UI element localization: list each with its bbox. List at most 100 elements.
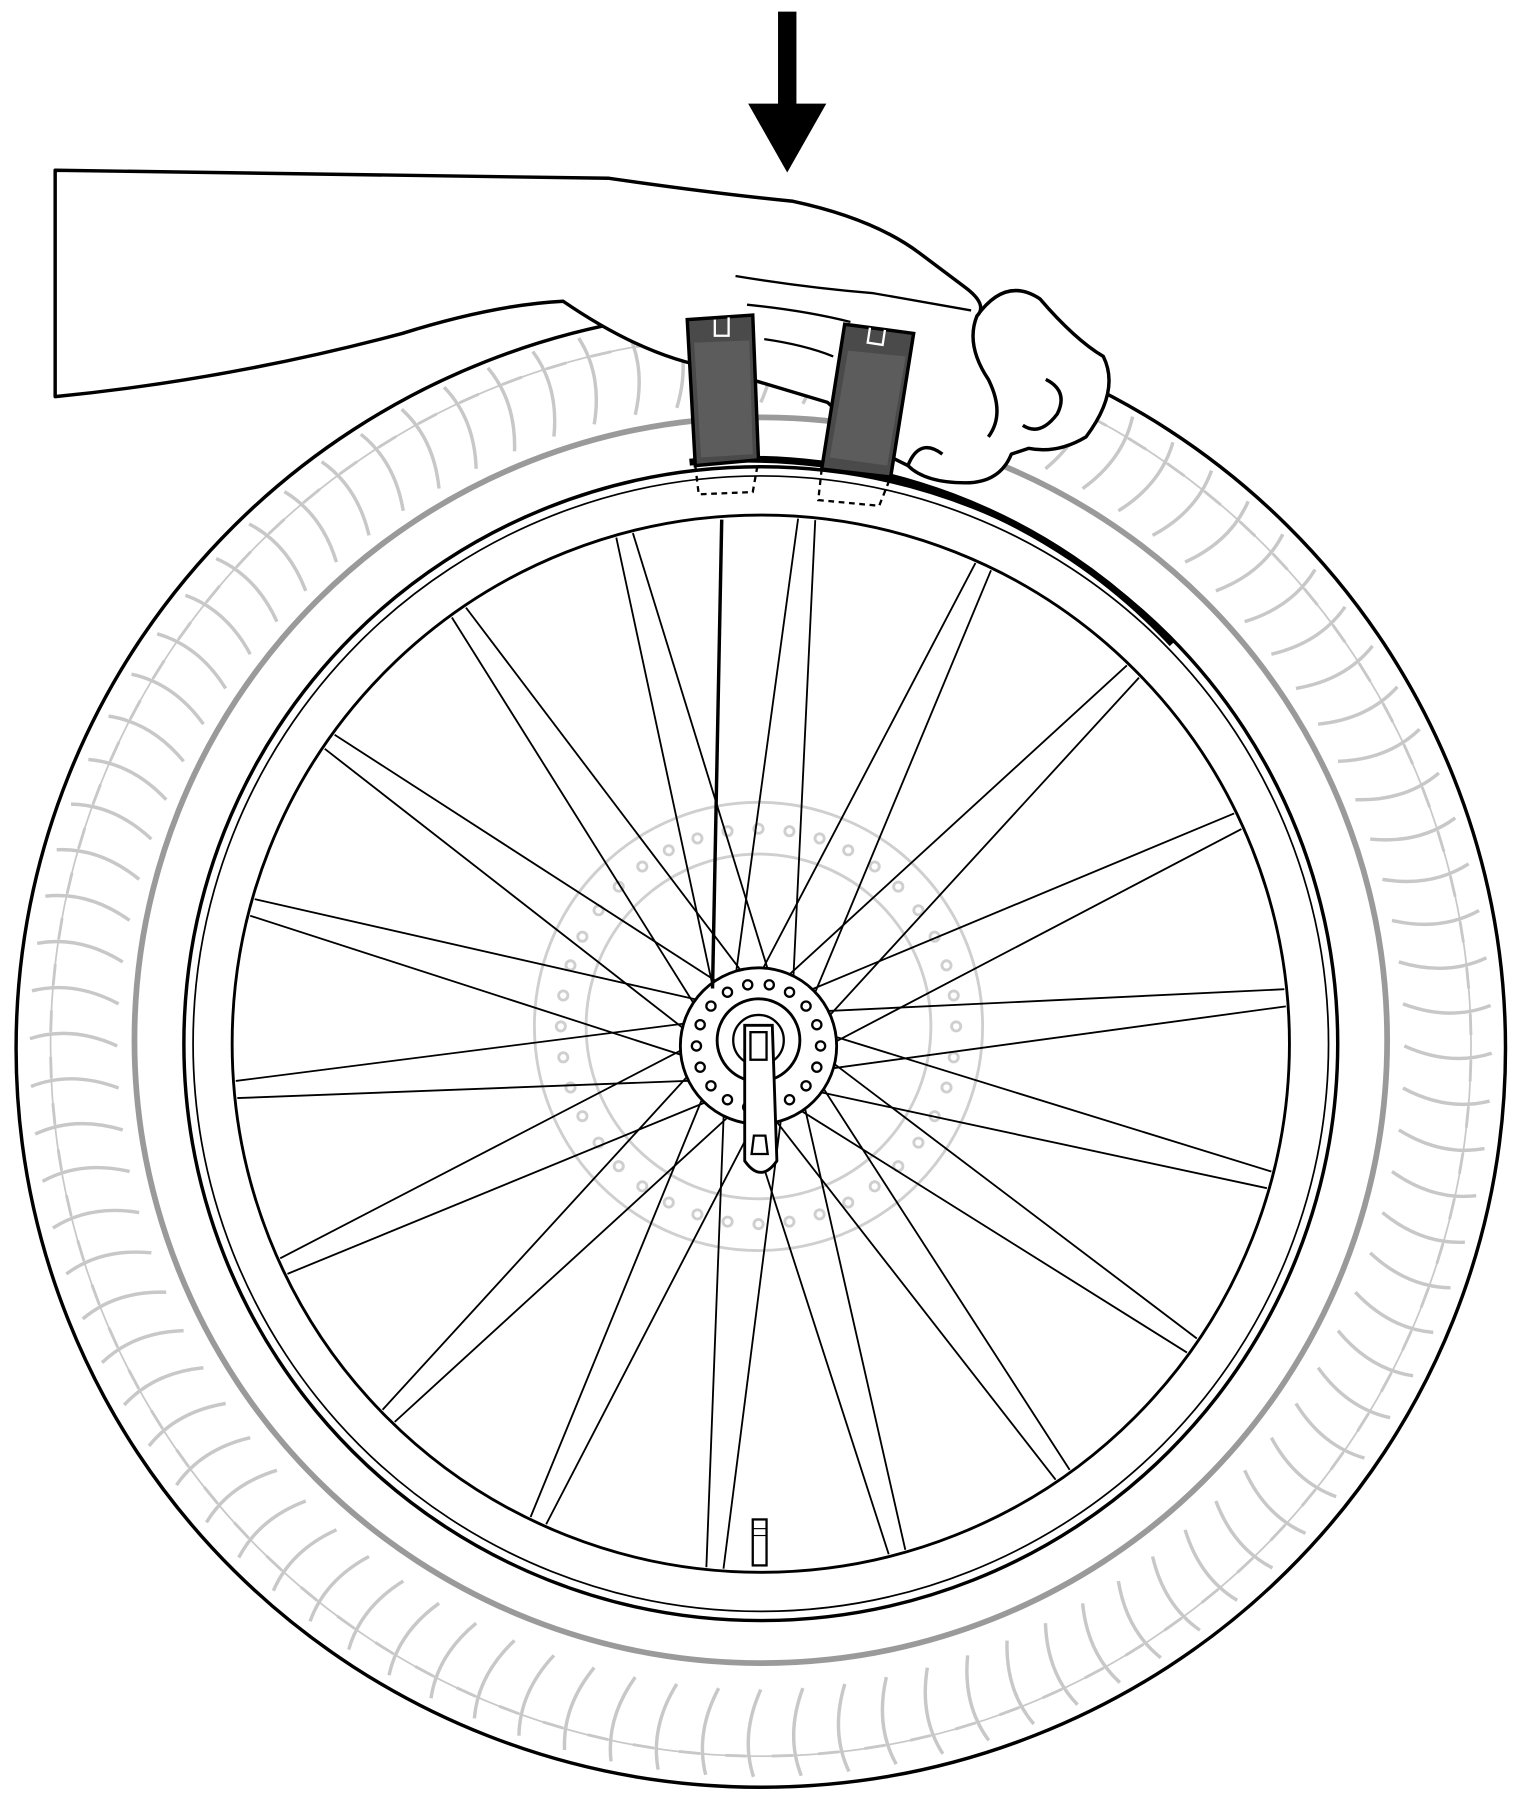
spoke <box>745 1113 890 1555</box>
spoke <box>792 1104 1188 1354</box>
tread-mark <box>51 1208 140 1230</box>
rotor-hole <box>813 1208 826 1221</box>
tread-mark <box>1269 1436 1337 1499</box>
spoke <box>827 828 1242 1047</box>
tread-mark <box>45 893 131 922</box>
rotor-hole <box>691 832 704 845</box>
tread-mark <box>81 1290 167 1321</box>
rotor-hole <box>950 1020 963 1033</box>
hub <box>678 966 839 1174</box>
rotor-hole <box>576 930 589 943</box>
tread-mark <box>1403 1044 1493 1061</box>
hub-spoke-hole <box>741 979 754 991</box>
tread-mark <box>1043 1623 1079 1706</box>
hub-spoke-hole <box>814 1040 827 1052</box>
tread-mark <box>320 460 371 536</box>
rotor-hole <box>940 1081 953 1094</box>
hub-spoke-hole <box>783 986 796 998</box>
tread-mark <box>1402 1086 1491 1107</box>
tread-mark <box>965 1655 991 1742</box>
tread-mark <box>308 1555 370 1622</box>
tread-mark <box>1382 862 1470 884</box>
spoke <box>235 1021 694 1082</box>
tread-mark <box>283 490 339 563</box>
spoke <box>781 664 1128 982</box>
tread-mark <box>654 1683 679 1770</box>
tread-mark <box>1355 771 1440 802</box>
rotor-hole <box>557 1051 570 1064</box>
tread-mark <box>215 556 279 623</box>
spoke <box>757 562 977 978</box>
rotor-hole <box>842 844 855 857</box>
tread-mark <box>36 939 124 964</box>
tread-mark <box>1402 1002 1492 1015</box>
rotor-hole <box>940 959 953 972</box>
spoke <box>826 1033 1272 1173</box>
tread-mark <box>41 1165 130 1183</box>
rotor-hole <box>752 1218 765 1231</box>
rotor-hole <box>662 844 675 857</box>
tread-mark <box>1397 1128 1485 1153</box>
rotor-hole <box>947 989 960 1002</box>
tread-mark <box>204 1468 278 1524</box>
hub-spoke-hole <box>705 1000 717 1012</box>
tread-mark <box>577 337 598 425</box>
hub-spoke-hole <box>721 986 734 998</box>
tread-mark <box>1080 1603 1122 1684</box>
rotor-hole <box>691 1208 704 1221</box>
rotor-hole <box>564 1081 577 1094</box>
tread-mark <box>700 1687 721 1776</box>
spoke <box>237 1079 699 1100</box>
tread-mark <box>237 1499 307 1559</box>
tread-mark <box>1150 1556 1201 1632</box>
tread-mark <box>34 1121 124 1136</box>
rotor-hole <box>752 822 765 835</box>
spoke <box>381 1068 695 1411</box>
tread-mark <box>29 1031 118 1048</box>
tread-mark <box>1081 416 1135 491</box>
spoke <box>802 812 1235 994</box>
tread-mark <box>1005 1640 1036 1726</box>
rotor-hole <box>912 1136 925 1149</box>
tread-mark <box>88 757 168 801</box>
spoke <box>825 1057 1198 1340</box>
spoke <box>734 518 800 982</box>
spoke <box>287 1097 715 1275</box>
spoke <box>705 1105 725 1568</box>
tread-mark <box>472 1639 516 1719</box>
tread-mark <box>147 1401 226 1448</box>
tread-mark <box>184 593 252 655</box>
spoke <box>615 537 716 994</box>
spoke <box>279 1045 690 1260</box>
tread-mark <box>1215 533 1285 593</box>
rotor-hole <box>592 1136 605 1149</box>
tread-mark <box>608 1676 637 1762</box>
rotor-hole <box>868 860 881 873</box>
tread-mark <box>1370 816 1457 842</box>
spoke <box>811 1089 1268 1190</box>
rotor-hole <box>783 1215 796 1228</box>
tread-mark <box>442 386 478 469</box>
spoke <box>769 1113 1057 1481</box>
spoke <box>465 607 748 979</box>
tire-bead-line <box>131 414 1391 1666</box>
tread-mark <box>108 714 185 763</box>
rotor-hole <box>564 959 577 972</box>
tread-mark <box>1336 1329 1414 1378</box>
spoke <box>818 988 1285 1013</box>
down-arrow-icon <box>748 11 827 173</box>
hub-spoke-hole <box>705 1080 717 1092</box>
hub-spoke-hole <box>783 1093 796 1106</box>
rotor-hole <box>947 1051 960 1064</box>
tread-mark <box>746 1688 763 1778</box>
spoke <box>722 1110 783 1569</box>
tread-mark <box>1183 1529 1239 1602</box>
spoke <box>394 1110 736 1423</box>
tread-mark <box>562 1666 596 1751</box>
tread-mark <box>1354 1291 1434 1335</box>
spoke <box>801 1098 907 1550</box>
rotor-hole <box>576 1110 589 1123</box>
rotor-hole <box>813 832 826 845</box>
